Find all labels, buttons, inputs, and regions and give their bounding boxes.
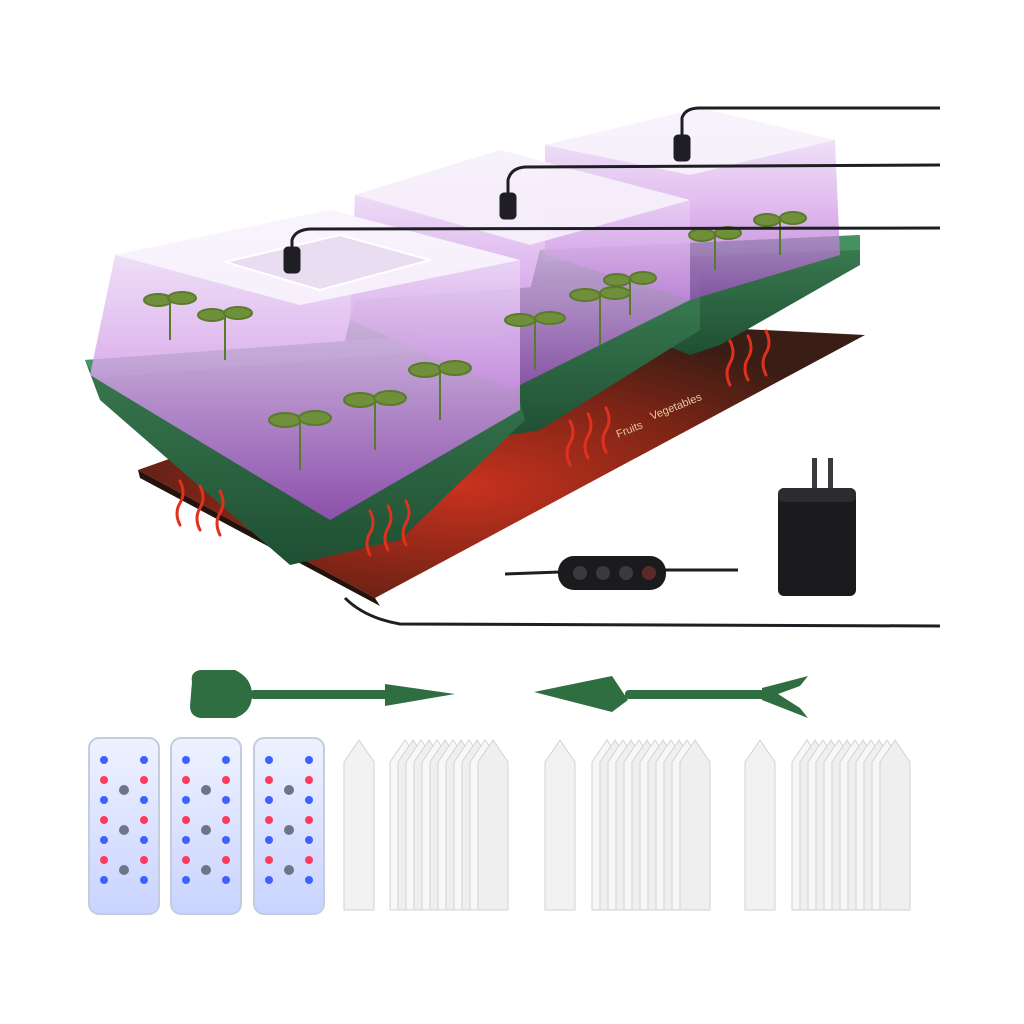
seedling-scoop-tool bbox=[190, 670, 455, 718]
heat-wave-icon bbox=[175, 479, 185, 527]
plant-tag-icon bbox=[477, 739, 509, 911]
seedling-fork-tool bbox=[534, 676, 808, 718]
seedling-icon bbox=[143, 211, 807, 470]
heat-wave-icon bbox=[565, 419, 575, 467]
led-panel-icon bbox=[170, 737, 242, 915]
controller-icon bbox=[504, 556, 738, 590]
seedlings bbox=[143, 211, 807, 470]
heat-wave-icon bbox=[401, 499, 411, 547]
humidity-dome-front bbox=[90, 210, 520, 520]
plant-tag-icon bbox=[679, 739, 711, 911]
led-panel-icon bbox=[253, 737, 325, 915]
heat-wave-icon bbox=[365, 509, 375, 557]
heat-waves bbox=[175, 329, 771, 557]
plant-tag-icon bbox=[879, 739, 911, 911]
plant-tag-icon bbox=[544, 739, 576, 911]
heat-wave-icon bbox=[761, 329, 771, 377]
mat-power-cable bbox=[343, 596, 941, 628]
plant-tags bbox=[343, 739, 911, 911]
led-panels bbox=[88, 737, 325, 915]
heat-wave-icon bbox=[601, 406, 611, 454]
heat-wave-icon bbox=[583, 412, 593, 460]
plant-tag-icon bbox=[744, 739, 776, 911]
power-adapter-icon bbox=[778, 458, 856, 596]
heat-wave-icon bbox=[743, 334, 753, 382]
plant-tag-icon bbox=[343, 739, 375, 911]
light-cables bbox=[283, 106, 941, 274]
heat-wave-icon bbox=[383, 504, 393, 552]
heat-wave-icon bbox=[725, 339, 735, 387]
led-panel-icon bbox=[88, 737, 160, 915]
heat-wave-icon bbox=[195, 484, 205, 532]
heat-wave-icon bbox=[215, 489, 225, 537]
